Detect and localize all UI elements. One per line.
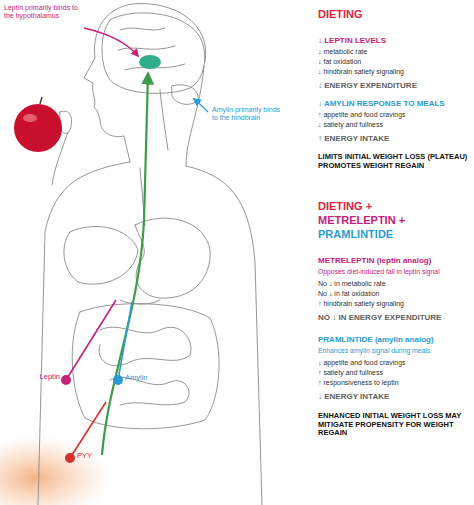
intestine-frame [72, 304, 219, 429]
torso-right [186, 166, 262, 505]
list-item: ↑ appetite and food cravings [318, 111, 406, 119]
brain [102, 13, 205, 94]
leptin-dot [61, 375, 71, 385]
torso-left [38, 162, 130, 505]
effect-heading: ↓ LEPTIN LEVELS [318, 36, 386, 45]
list-item: Enhances amylin signal during meals [318, 347, 430, 355]
head-profile [84, 4, 206, 162]
apple [14, 104, 62, 152]
body-sketch [38, 4, 262, 505]
pancreas [120, 300, 160, 304]
section-heading: DIETING [318, 8, 363, 21]
liver [64, 226, 138, 284]
list-item: Opposes diet-induced fall in leptin sign… [318, 268, 440, 276]
signal-label: PYY [77, 452, 92, 461]
effect-summary: NO ↓ IN ENERGY EXPENDITURE [318, 313, 441, 322]
list-item: ↓ satiety and fullness [318, 121, 383, 129]
list-item: ↑ satiety and fullness [318, 369, 383, 377]
list-item: No ↓ in fat oxidation [318, 290, 379, 298]
list-item: ↑ hindbrain satiety signaling [318, 300, 404, 308]
effect-heading: PRAMLINTIDE (amylin analog) [318, 335, 434, 344]
leader-line [66, 300, 116, 380]
hindbrain [172, 85, 198, 105]
list-item: ↓ hindbrain satiety signaling [318, 68, 404, 76]
list-item: ↓ metabolic rate [318, 48, 367, 56]
list-item: ↑ responsiveness to leptin [318, 379, 399, 387]
effect-summary: ↓ ENERGY INTAKE [318, 392, 389, 401]
section-heading: METRELEPTIN + [318, 214, 405, 227]
brain-folds [118, 28, 185, 70]
brainstem [160, 90, 168, 150]
section-heading: PRAMLINTIDE [318, 228, 393, 241]
conclusion: LIMITS INITIAL WEIGHT LOSS (PLATEAU) PRO… [318, 153, 470, 170]
leader-line [118, 302, 132, 380]
leader-line [70, 402, 106, 458]
effect-heading: METRELEPTIN (leptin analog) [318, 256, 431, 265]
signal-label: Amylin [125, 374, 148, 383]
leader-arrow [194, 99, 208, 112]
hypothalamus [139, 55, 161, 69]
list-item: No ↓ in metabolic rate [318, 280, 386, 288]
list-item: ↓ fat oxidation [318, 58, 361, 66]
callout-label: Amylin primarily binds to the hindbrain [212, 106, 282, 122]
conclusion: ENHANCED INITIAL WEIGHT LOSS MAY MITIGAT… [318, 412, 470, 438]
effect-summary: ↓ ENERGY EXPENDITURE [318, 81, 417, 90]
amylin-dot [113, 375, 123, 385]
stomach [135, 218, 210, 298]
apple-stem [40, 97, 42, 104]
apple-highlight [23, 114, 37, 122]
callout-label: Leptin primarily binds to the hypothalam… [4, 4, 86, 20]
section-heading: DIETING + [318, 200, 372, 213]
effect-heading: ↓ AMYLIN RESPONSE TO MEALS [318, 99, 445, 108]
watercolor-wash [0, 436, 110, 505]
leader-arrow [84, 28, 138, 56]
signal-arrow [102, 74, 148, 455]
effect-summary: ↑ ENERGY INTAKE [318, 134, 389, 143]
list-item: ↓ appetite and food cravings [318, 359, 406, 367]
pyy-dot [65, 453, 75, 463]
signal-label: Leptin [20, 373, 60, 382]
neck [186, 66, 204, 166]
